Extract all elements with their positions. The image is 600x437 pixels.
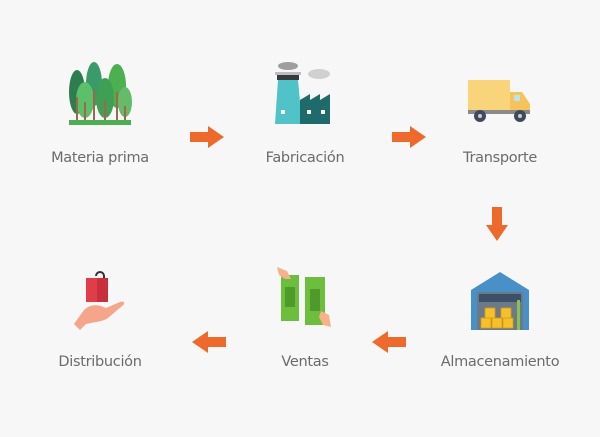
step-distribucion: Distribución <box>20 266 180 376</box>
arrow-right-icon <box>392 126 426 148</box>
hand-bag-icon <box>74 271 125 330</box>
step-ventas: Ventas <box>225 265 385 376</box>
truck-icon <box>468 80 530 122</box>
step-fabricacion: Fabricación <box>225 60 385 172</box>
step-almacenamiento: Almacenamiento <box>420 272 580 376</box>
step-transporte: Transporte <box>420 78 580 172</box>
forest-icon <box>69 62 132 125</box>
arrow-left-icon <box>372 331 406 353</box>
step-label: Fabricación <box>265 150 345 166</box>
factory-icon <box>275 62 330 124</box>
step-materia-prima: Materia prima <box>20 62 180 172</box>
money-icon <box>277 267 331 327</box>
step-label: Transporte <box>463 150 537 166</box>
warehouse-icon <box>471 272 529 330</box>
arrow-right-icon <box>190 126 224 148</box>
arrow-down-icon <box>486 207 508 241</box>
arrow-left-icon <box>192 331 226 353</box>
step-label: Materia prima <box>51 150 149 166</box>
step-label: Ventas <box>281 354 329 370</box>
step-label: Distribución <box>58 354 142 370</box>
step-label: Almacenamiento <box>440 354 560 370</box>
